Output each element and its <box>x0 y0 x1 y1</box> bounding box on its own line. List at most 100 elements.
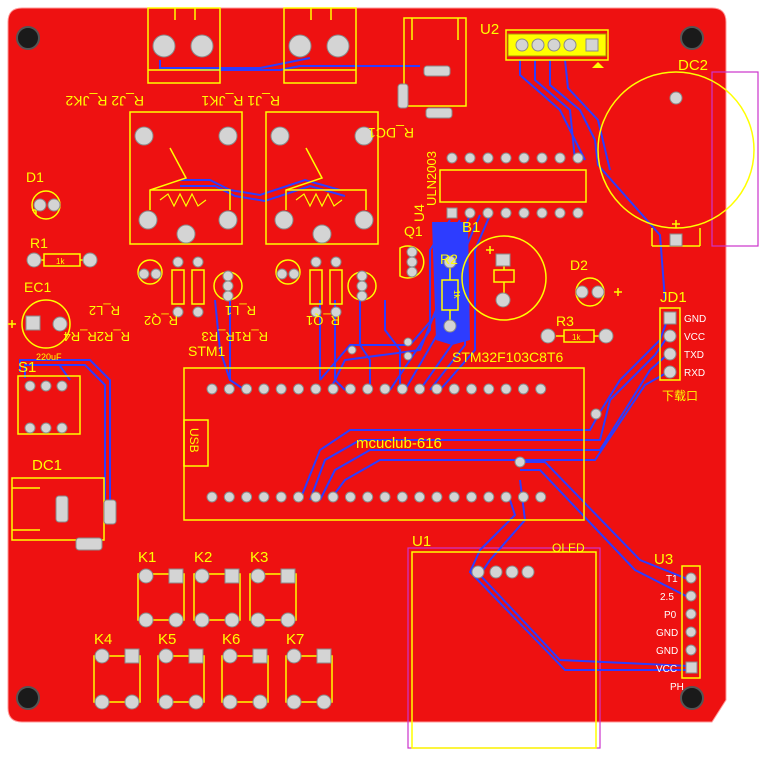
label-s1: S1 <box>18 359 36 376</box>
label-ec1-value: 220uF <box>36 352 62 362</box>
label-r2: R2 <box>440 251 458 267</box>
label-k3: K3 <box>250 549 268 566</box>
label-u2: U2 <box>480 21 499 38</box>
label-usb: USB <box>187 428 201 453</box>
label-stm32: STM32F103C8T6 <box>452 349 563 365</box>
label-k1: K1 <box>138 549 156 566</box>
label-jd1-vcc: VCC <box>684 332 705 343</box>
label-r-jk2: R_J2 R_JK2 <box>65 93 144 109</box>
stm32-pin <box>344 383 356 395</box>
label-k4: K4 <box>94 631 112 648</box>
label-uln2003: ULN2003 <box>424 151 439 206</box>
stm32-pin <box>275 383 287 395</box>
label-d2: D2 <box>570 257 588 273</box>
stm32-pin <box>258 491 270 503</box>
stm32-pin <box>535 491 547 503</box>
label-r-l1: R_L1 <box>225 303 256 318</box>
stm32-pin <box>293 491 304 503</box>
label-r2-value: 1k <box>452 290 461 299</box>
label-r-jk1: R_J1 R_JK1 <box>201 93 280 109</box>
stm32-pin <box>310 383 322 395</box>
stm32-pin <box>241 383 253 395</box>
label-k7: K7 <box>286 631 304 648</box>
label-r3: R3 <box>556 313 574 329</box>
label-r-q2: R_Q2 <box>144 313 178 328</box>
stm32-pin <box>206 491 218 503</box>
label-jd1-txd: TXD <box>684 350 704 361</box>
label-jd1-gnd: GND <box>684 314 706 325</box>
stm32-pin <box>517 491 529 503</box>
stm32-pin <box>223 491 235 503</box>
copper-pour <box>432 222 470 345</box>
stm32-pin <box>327 383 339 395</box>
stm32-pin <box>379 383 391 395</box>
silkscreen <box>11 7 755 749</box>
stm32-pin <box>275 491 287 503</box>
label-oled: OLED <box>552 541 585 555</box>
label-k2: K2 <box>194 549 212 566</box>
stm32-pin <box>535 383 547 395</box>
label-r-r2r4: R_R2R_R4 <box>64 329 130 344</box>
label-ec1: EC1 <box>24 279 51 295</box>
label-u3-vcc: VCC <box>656 664 677 675</box>
label-u3-gnd1: GND <box>656 628 678 639</box>
board-outline <box>7 7 727 723</box>
stm32-pin <box>500 491 512 503</box>
stm32-pin <box>241 491 253 503</box>
stm32-pin <box>414 491 426 503</box>
label-stm1: STM1 <box>188 343 226 359</box>
stm32-pin <box>483 383 495 395</box>
label-download-port: 下载口 <box>662 389 698 403</box>
label-u3: U3 <box>654 551 673 568</box>
label-k6: K6 <box>222 631 240 648</box>
label-u3-gnd2: GND <box>656 646 678 657</box>
label-r-r1r3: R_R1R_R3 <box>202 329 268 344</box>
label-r-l2: R_L2 <box>89 303 120 318</box>
stm32-pin <box>396 491 408 503</box>
stm32-pin <box>327 491 339 503</box>
label-u3-t1: T1 <box>666 574 678 585</box>
label-k5: K5 <box>158 631 176 648</box>
label-r-dc1: R_DC1 <box>368 125 414 141</box>
stm32-pin <box>396 383 408 395</box>
label-u3-25: 2.5 <box>660 592 674 603</box>
label-jd1-rxd: RXD <box>684 368 705 379</box>
label-d1: D1 <box>26 169 44 185</box>
label-dc2: DC2 <box>678 57 708 74</box>
stm32-pin <box>448 383 460 395</box>
label-jd1: JD1 <box>660 289 687 306</box>
stm32-pin <box>431 491 443 503</box>
stm32-pin <box>310 491 322 503</box>
label-dc1: DC1 <box>32 457 62 474</box>
stm32-top-header <box>206 383 547 395</box>
label-u3-ph: PH <box>670 682 684 693</box>
label-u1: U1 <box>412 533 431 550</box>
label-q1: Q1 <box>404 223 423 239</box>
label-r1: R1 <box>30 235 48 251</box>
u2-pin1-marker <box>592 62 604 68</box>
stm32-pin <box>223 383 235 395</box>
stm32-pin <box>483 491 495 503</box>
stm32-pin <box>431 383 443 395</box>
stm32-pin <box>206 383 218 395</box>
stm32-pin <box>466 491 477 503</box>
polarity-marks <box>8 206 680 328</box>
mounting-holes <box>16 26 704 710</box>
label-r3-value: 1k <box>572 333 581 342</box>
stm32-pin <box>500 383 512 395</box>
stm32-pin <box>362 383 374 395</box>
label-r-q1: R_Q1 <box>306 313 340 328</box>
label-mcuclub: mcuclub-616 <box>356 435 442 452</box>
stm32-pin <box>517 383 529 395</box>
label-u3-p0: P0 <box>664 610 677 621</box>
stm32-pin <box>414 383 426 395</box>
stm32-pin <box>362 491 374 503</box>
stm32-pin <box>344 491 356 503</box>
label-b1: B1 <box>462 219 480 236</box>
stm32-pin <box>448 491 460 503</box>
label-r1-value: 1k <box>56 257 65 266</box>
pads <box>24 33 698 710</box>
label-u4: U4 <box>411 204 427 222</box>
labels: U2 DC2 R_DC1 R_J2 R_JK2 R_J1 R_JK1 ULN20… <box>18 21 708 693</box>
